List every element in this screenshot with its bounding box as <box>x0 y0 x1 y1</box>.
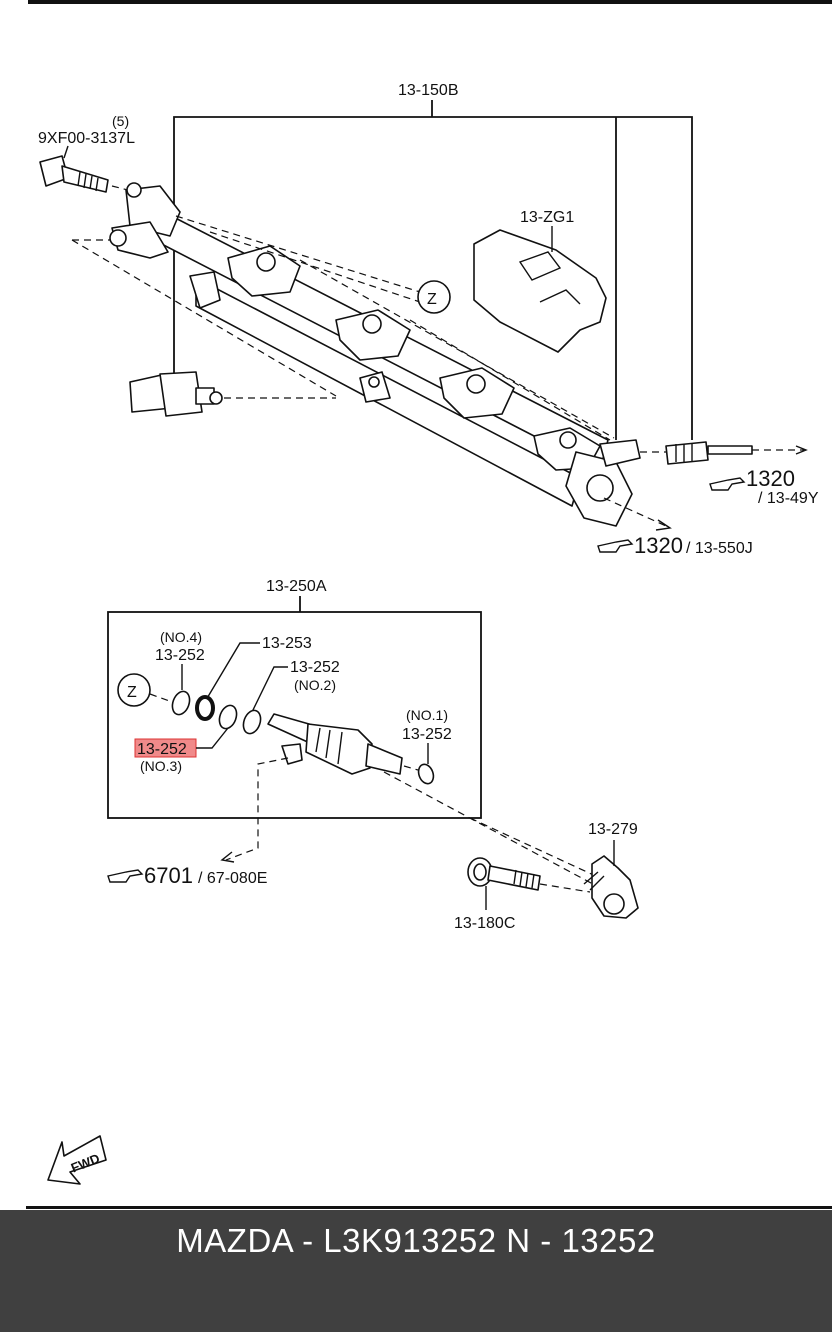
footer-divider <box>26 1206 832 1209</box>
label-no1: (NO.1) <box>406 707 448 723</box>
top-border <box>28 0 832 4</box>
footer-bar <box>0 1210 832 1332</box>
o-ring-no2 <box>242 709 262 735</box>
label-z-bottom: Z <box>127 684 137 701</box>
mounting-bolt <box>39 155 109 193</box>
label-ref-1320-top-code: / 13-49Y <box>758 490 819 507</box>
o-ring-no3 <box>218 704 238 730</box>
pressure-sensor <box>129 371 223 417</box>
label-ref-1320-bottom-code: / 13-550J <box>686 540 753 557</box>
label-z-top: Z <box>427 291 437 308</box>
label-clip-bolt: 13-180C <box>454 915 515 932</box>
o-ring-no1 <box>417 763 435 785</box>
rail-assembly-bracket <box>173 100 693 440</box>
label-ref-1320-bottom: 1320 <box>634 533 683 558</box>
seal-13-253 <box>195 695 215 721</box>
label-ref-6701-code: / 67-080E <box>198 870 267 887</box>
label-injector-assembly: 13-250A <box>266 578 327 595</box>
hand-pointer-icon <box>709 477 746 491</box>
label-cover: 13-ZG1 <box>520 209 574 226</box>
o-ring-no4 <box>171 690 191 716</box>
label-oring-no4: 13-252 <box>155 647 205 664</box>
injector-clip <box>583 855 639 919</box>
label-clip: 13-279 <box>588 821 638 838</box>
rail-cover <box>473 229 607 353</box>
fuel-line-fitting <box>665 441 753 465</box>
label-bolt-count: (5) <box>112 113 129 129</box>
label-ref-1320-top: 1320 <box>746 466 795 491</box>
hand-pointer-icon <box>107 869 144 883</box>
label-no2: (NO.2) <box>294 677 336 693</box>
z-marker-top <box>417 280 451 314</box>
fuel-injector <box>267 713 403 775</box>
label-oring-no1: 13-252 <box>402 726 452 743</box>
label-bolt-part: 9XF00-3137L <box>38 130 135 147</box>
label-no4: (NO.4) <box>160 629 202 645</box>
injector-assembly-box <box>107 611 482 819</box>
fwd-arrow-icon <box>47 1135 107 1185</box>
fuel-rail <box>109 182 641 527</box>
clip-bolt <box>467 857 541 891</box>
footer-part-number: MAZDA - L3K913252 N - 13252 <box>176 1222 656 1259</box>
label-highlighted-part: 13-252 <box>137 741 187 758</box>
label-no3: (NO.3) <box>140 758 182 774</box>
label-seal-13-253: 13-253 <box>262 635 312 652</box>
label-rail-assembly: 13-150B <box>398 82 459 99</box>
fuel-rail-diagram: 13-150B (5) 9XF00-3137L <box>38 82 819 1185</box>
z-marker-bottom <box>117 673 151 707</box>
hand-pointer-icon <box>597 539 634 553</box>
label-ref-6701: 6701 <box>144 863 193 888</box>
label-oring-no2: 13-252 <box>290 659 340 676</box>
